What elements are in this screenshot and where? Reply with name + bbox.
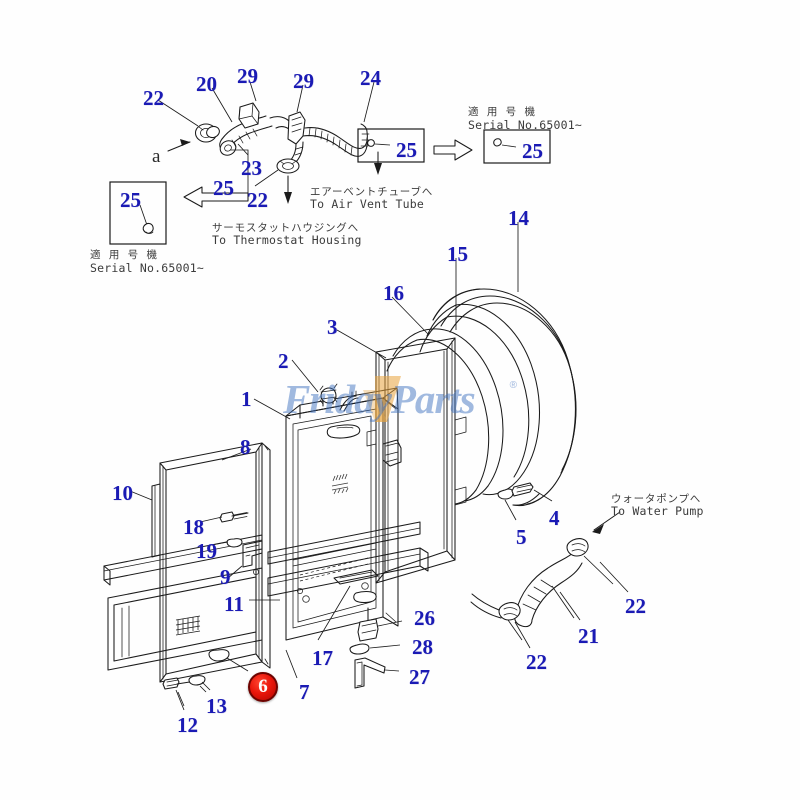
callout-number-27[interactable]: 27: [409, 665, 430, 689]
callout-number-1[interactable]: 1: [241, 387, 252, 411]
to-water-pump-en: To Water Pump: [611, 504, 704, 519]
callout-number-10[interactable]: 10: [112, 481, 133, 505]
callout-number-22[interactable]: 22: [526, 650, 547, 674]
callout-number-25[interactable]: 25: [213, 176, 234, 200]
serial-note-bottom-left-en: Serial No.65001~: [90, 260, 204, 275]
letter-marker-a: a: [152, 146, 161, 167]
to-air-vent-tube-jp: エアーベントチューブへ: [310, 186, 434, 198]
callout-number-21[interactable]: 21: [578, 624, 599, 648]
callout-number-22[interactable]: 22: [625, 594, 646, 618]
serial-note-top-right-jp: 適 用 号 機: [468, 106, 538, 118]
callout-number-22[interactable]: 22: [247, 188, 268, 212]
callout-number-5[interactable]: 5: [516, 525, 527, 549]
callout-number-18[interactable]: 18: [183, 515, 204, 539]
callout-number-20[interactable]: 20: [196, 72, 217, 96]
to-thermostat-housing-en: To Thermostat Housing: [212, 233, 362, 248]
to-water-pump-jp: ウォータポンプへ: [611, 493, 702, 505]
callout-number-25[interactable]: 25: [120, 188, 141, 212]
callout-number-11[interactable]: 11: [224, 592, 244, 616]
to-thermostat-housing-jp: サーモスタットハウジングへ: [212, 222, 359, 234]
callout-number-12[interactable]: 12: [177, 713, 198, 737]
callout-number-17[interactable]: 17: [312, 646, 333, 670]
callout-number-29[interactable]: 29: [293, 69, 314, 93]
callout-number-28[interactable]: 28: [412, 635, 433, 659]
callout-number-14[interactable]: 14: [508, 206, 529, 230]
callout-number-26[interactable]: 26: [414, 606, 435, 630]
callout-number-19[interactable]: 19: [196, 539, 217, 563]
callout-number-8[interactable]: 8: [240, 435, 251, 459]
serial-note-top-right-en: Serial No.65001~: [468, 117, 582, 132]
callout-number-16[interactable]: 16: [383, 281, 404, 305]
callout-number-24[interactable]: 24: [360, 66, 381, 90]
callout-number-25[interactable]: 25: [522, 139, 543, 163]
callout-number-3[interactable]: 3: [327, 315, 338, 339]
callout-number-22[interactable]: 22: [143, 86, 164, 110]
callout-number-29[interactable]: 29: [237, 64, 258, 88]
callout-number-23[interactable]: 23: [241, 156, 262, 180]
callout-number-7[interactable]: 7: [299, 680, 310, 704]
callout-number-9[interactable]: 9: [220, 565, 231, 589]
serial-note-bottom-left-jp: 適 用 号 機: [90, 249, 160, 261]
callout-number-13[interactable]: 13: [206, 694, 227, 718]
callout-number-25[interactable]: 25: [396, 138, 417, 162]
to-air-vent-tube-en: To Air Vent Tube: [310, 197, 424, 212]
callout-number-15[interactable]: 15: [447, 242, 468, 266]
callout-number-4[interactable]: 4: [549, 506, 560, 530]
callout-number-2[interactable]: 2: [278, 349, 289, 373]
highlighted-part-marker[interactable]: 6: [248, 672, 278, 702]
